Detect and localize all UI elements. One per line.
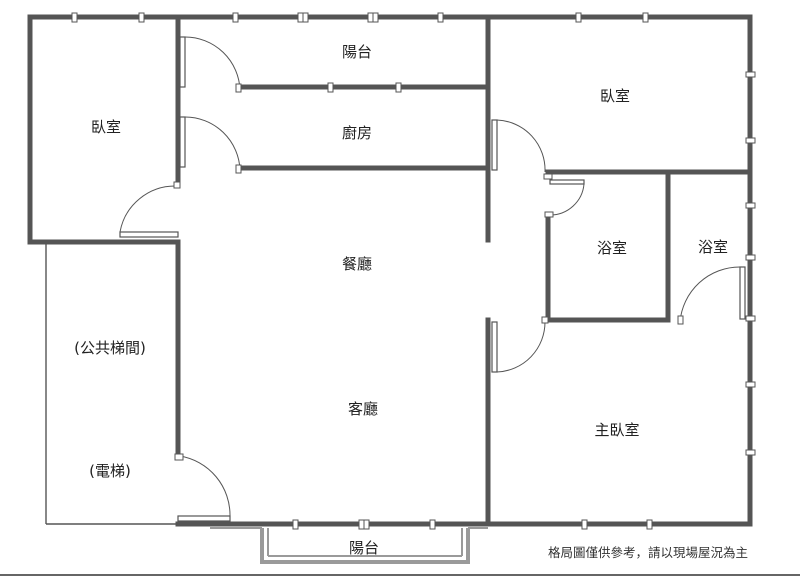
windows xyxy=(71,12,756,530)
room-kitchen-label: 廚房 xyxy=(342,124,372,142)
room-stairwell-label: (公共梯間) xyxy=(74,339,146,357)
walls xyxy=(27,14,753,527)
disclaimer-note: 格局圖僅供參考，請以現場屋況為主 xyxy=(548,545,748,560)
room-elevator-label: (電梯) xyxy=(89,462,131,480)
room-master-bedroom-label: 主臥室 xyxy=(594,421,639,439)
room-bath-1-label: 浴室 xyxy=(597,239,627,257)
room-bedroom-tl-label: 臥室 xyxy=(91,118,121,136)
doors xyxy=(119,36,746,522)
room-balcony-top-label: 陽台 xyxy=(342,43,372,61)
room-bath-2-label: 浴室 xyxy=(698,238,728,256)
room-balcony-bottom-label: 陽台 xyxy=(349,539,379,557)
room-labels: 臥室 陽台 廚房 臥室 餐廳 浴室 浴室 (公共梯間) 客廳 (電梯) 主臥室 … xyxy=(74,43,748,560)
room-bedroom-tr-label: 臥室 xyxy=(600,87,630,105)
lower-balcony-walls xyxy=(210,527,488,564)
room-dining-label: 餐廳 xyxy=(342,255,372,273)
stairwell-outline xyxy=(45,244,178,525)
room-living-label: 客廳 xyxy=(348,400,378,418)
